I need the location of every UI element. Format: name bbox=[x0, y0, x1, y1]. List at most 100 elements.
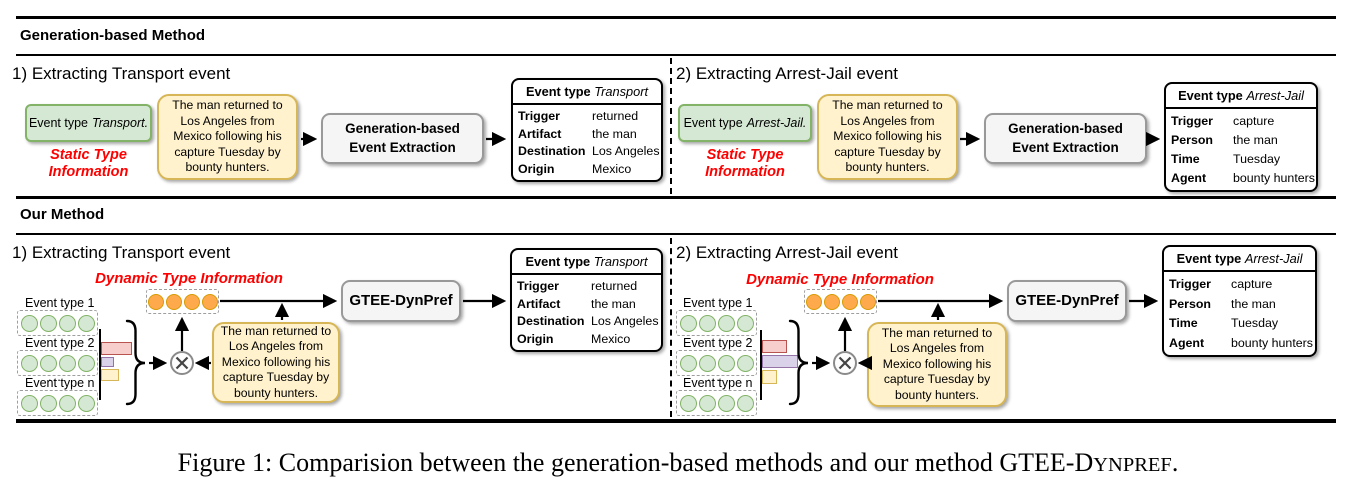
type-embedding-row bbox=[676, 390, 757, 416]
multiply-icon bbox=[170, 351, 194, 375]
ellipsis: ... bbox=[707, 369, 721, 384]
panel-title: 1) Extracting Transport event bbox=[12, 64, 231, 83]
section-header-generation: Generation-based Method bbox=[20, 27, 206, 44]
embedding-circle bbox=[58, 394, 76, 412]
embedding-circle bbox=[679, 394, 697, 412]
type-embedding-row bbox=[17, 310, 98, 336]
type-score-bar bbox=[101, 357, 114, 367]
embedding-circle bbox=[20, 394, 38, 412]
static-type-label: Static Type Information bbox=[48, 147, 129, 181]
embedding-circle bbox=[183, 293, 200, 310]
multiply-icon bbox=[833, 351, 857, 375]
rule-section-separator bbox=[16, 196, 1336, 199]
embedding-circle bbox=[679, 354, 697, 372]
context-sentence-box: The man returned to Los Angeles from Mex… bbox=[157, 94, 298, 180]
embedding-circle bbox=[698, 314, 716, 332]
section-header-ours: Our Method bbox=[20, 206, 105, 223]
embedding-circle bbox=[859, 293, 876, 310]
embedding-circle bbox=[717, 354, 735, 372]
embedding-circle bbox=[77, 394, 95, 412]
static-type-label: Static Type Information bbox=[705, 147, 785, 181]
type-embedding-row bbox=[17, 350, 98, 376]
type-embedding-row bbox=[17, 390, 98, 416]
embedding-circle bbox=[147, 293, 164, 310]
embedding-circle bbox=[20, 354, 38, 372]
event-type-label: Event type 2 bbox=[25, 336, 95, 350]
embedding-circle bbox=[77, 314, 95, 332]
embedding-circle bbox=[77, 354, 95, 372]
embedding-circle bbox=[20, 314, 38, 332]
embedding-circle bbox=[717, 394, 735, 412]
type-embedding-row bbox=[676, 310, 757, 336]
embedding-circle bbox=[841, 293, 858, 310]
embedding-circle bbox=[805, 293, 822, 310]
dynamic-prefix-vector bbox=[804, 289, 877, 314]
rule-under-gen-header bbox=[16, 54, 1336, 56]
embedding-circle bbox=[679, 314, 697, 332]
event-type-label: Event type 1 bbox=[25, 296, 95, 310]
embedding-circle bbox=[39, 354, 57, 372]
panel-divider-top bbox=[670, 58, 672, 194]
embedding-circle bbox=[698, 394, 716, 412]
type-score-bar bbox=[101, 342, 132, 355]
embedding-circle bbox=[58, 314, 76, 332]
embedding-circle bbox=[201, 293, 218, 310]
embedding-circle bbox=[823, 293, 840, 310]
figure-caption: Figure 1: Comparision between the genera… bbox=[177, 448, 1179, 477]
event-type-label: Event type n bbox=[25, 376, 95, 390]
prompt-prefix: Event type bbox=[28, 116, 89, 130]
dynamic-type-label: Dynamic Type Information bbox=[95, 270, 283, 287]
context-sentence-box: The man returned to Los Angeles from Mex… bbox=[817, 94, 958, 180]
type-embedding-row bbox=[676, 350, 757, 376]
embedding-circle bbox=[39, 314, 57, 332]
embedding-circle bbox=[736, 394, 754, 412]
embedding-circle bbox=[58, 354, 76, 372]
result-table-header: Event type Arrest-Jail bbox=[1166, 84, 1316, 109]
model-box-generation: Generation-based Event Extraction bbox=[984, 113, 1147, 164]
event-type-label: Event type n bbox=[683, 376, 753, 390]
prompt-type: Transport. bbox=[92, 116, 149, 130]
context-sentence-box: The man returned to Los Angeles from Mex… bbox=[212, 322, 340, 403]
brace-icon bbox=[125, 319, 146, 406]
embedding-circle bbox=[736, 314, 754, 332]
result-table-header: Event type Transport bbox=[513, 80, 661, 105]
embedding-circle bbox=[717, 314, 735, 332]
embedding-circle bbox=[736, 354, 754, 372]
dynamic-type-label: Dynamic Type Information bbox=[746, 271, 934, 288]
embedding-circle bbox=[39, 394, 57, 412]
prompt-prefix: Event type bbox=[683, 116, 743, 130]
rule-bottom bbox=[16, 419, 1336, 423]
rule-top bbox=[16, 16, 1336, 19]
score-axis bbox=[760, 330, 762, 400]
type-score-bar bbox=[762, 355, 798, 368]
rule-under-ours-header bbox=[16, 233, 1336, 235]
panel-title: 1) Extracting Transport event bbox=[12, 243, 231, 262]
model-box-generation: Generation-based Event Extraction bbox=[321, 113, 484, 164]
type-score-bar bbox=[101, 369, 119, 381]
panel-divider-bottom bbox=[670, 238, 672, 417]
model-box-gtee-dynpref: GTEE-DynPref bbox=[341, 280, 461, 322]
embedding-circle bbox=[165, 293, 182, 310]
result-table-header: Event type Transport bbox=[512, 250, 661, 275]
